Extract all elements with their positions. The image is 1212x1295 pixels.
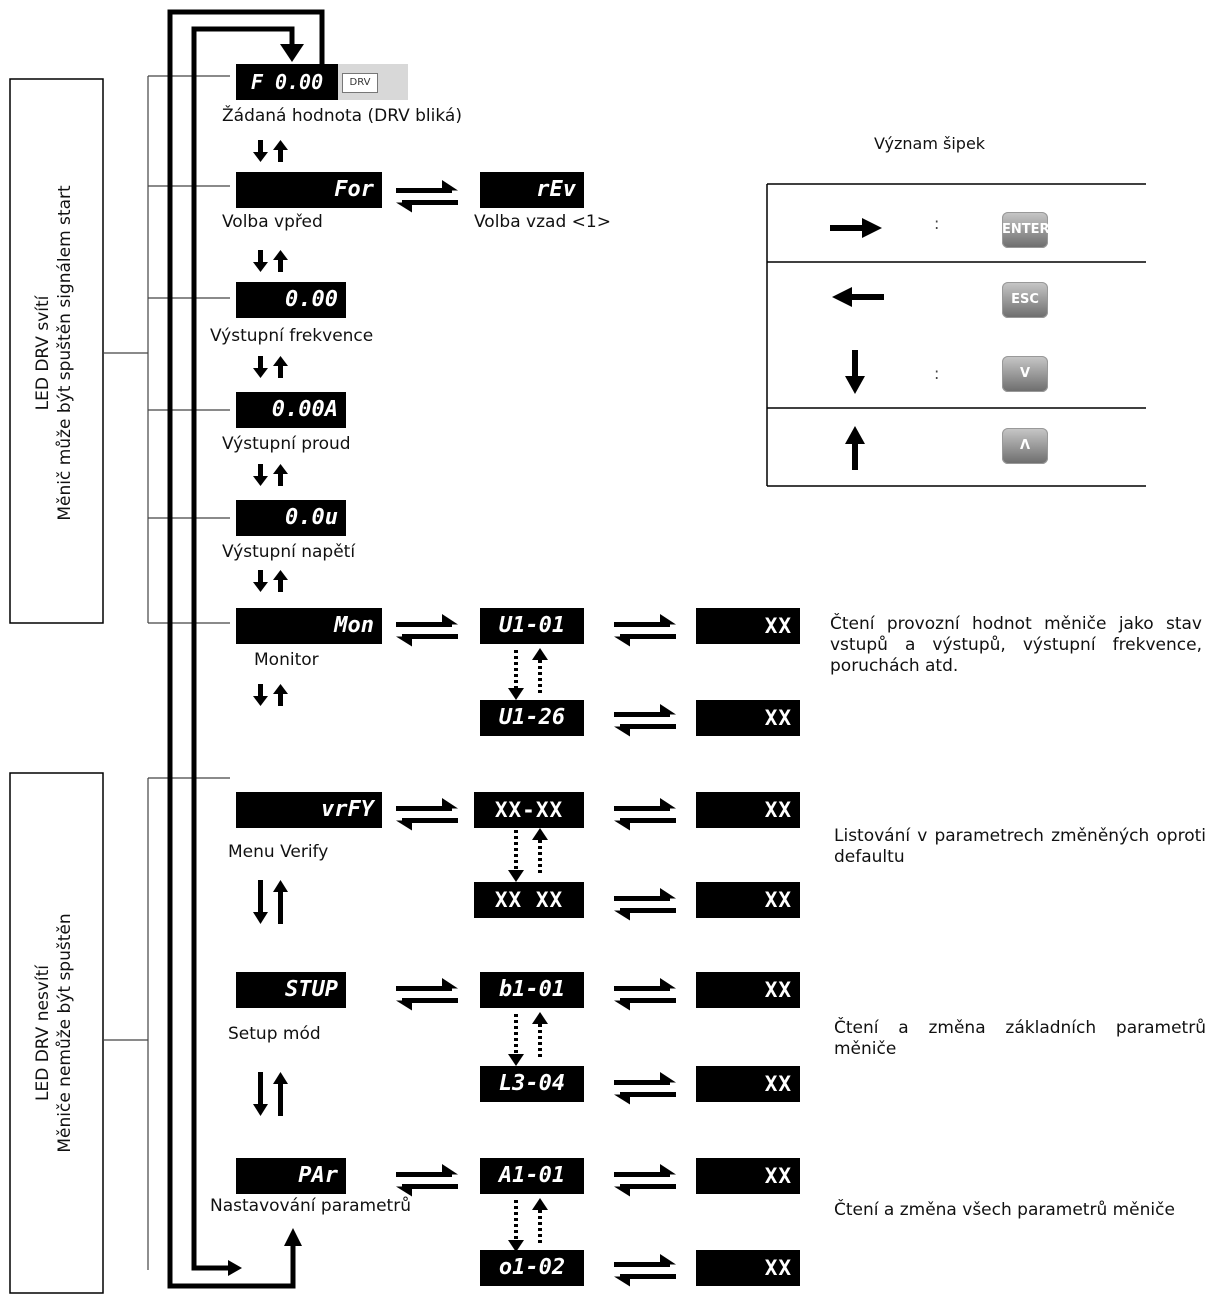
connector-lines-program	[103, 777, 230, 1270]
setup-description: Čtení a změna základních parametrů měnič…	[834, 1018, 1206, 1059]
initial-label: Žádaná hodnota (DRV bliká)	[222, 106, 462, 126]
esc-key-icon: ESC	[1002, 282, 1048, 318]
verify-label: Menu Verify	[228, 842, 329, 862]
params-value-1: XX	[696, 1158, 800, 1194]
monitor-display: Mon	[236, 608, 382, 644]
legend-left-arrow	[832, 287, 884, 307]
dotted-scroll-arrows	[514, 650, 542, 1246]
monitor-value-1: XX	[696, 608, 800, 644]
verify-description: Listování v parametrech změněných oproti…	[834, 826, 1206, 867]
legend-up-arrow	[845, 426, 865, 470]
monitor-label: Monitor	[254, 650, 319, 670]
monitor-last-param: U1-26	[480, 700, 584, 736]
out-current-label: Výstupní proud	[222, 434, 351, 454]
verify-value-2: XX	[696, 882, 800, 918]
legend-title: Význam šipek	[874, 134, 986, 153]
legend-arrows	[830, 218, 884, 470]
down-key-icon: V	[1002, 356, 1048, 392]
monitor-description: Čtení provozní hodnot měniče jako stav v…	[830, 614, 1202, 676]
out-current-display: 0.00A	[236, 392, 346, 428]
forward-display: For	[236, 172, 382, 208]
legend-right-arrow	[830, 218, 882, 238]
setup-value-1: XX	[696, 972, 800, 1008]
setup-label: Setup mód	[228, 1024, 321, 1044]
legend-down-arrow	[845, 350, 865, 394]
setup-value-2: XX	[696, 1066, 800, 1102]
dotted-arrow-heads	[508, 648, 548, 1252]
params-description: Čtení a změna všech parametrů měniče	[834, 1200, 1175, 1220]
group-drive-line2: Měnič může být spuštěn signálem start	[55, 185, 75, 521]
loop-arrowhead-bottom-left	[228, 1260, 242, 1276]
legend-colon-3: :	[934, 364, 940, 383]
legend-box	[766, 183, 1146, 487]
group-label-program: LED DRV nesvítí Měniče nemůže být spuště…	[32, 783, 82, 1283]
verify-last-param: XX XX	[474, 882, 584, 918]
params-first-param: A1-01	[480, 1158, 584, 1194]
mode-loop-lines	[167, 9, 325, 1289]
setup-display: STUP	[236, 972, 346, 1008]
connector-lines-drive	[103, 75, 230, 624]
reverse-label: Volba vzad <1>	[474, 212, 611, 232]
verify-first-param: XX-XX	[474, 792, 584, 828]
legend-colon-1: :	[934, 214, 940, 233]
params-last-param: o1-02	[480, 1250, 584, 1286]
updown-arrows	[253, 140, 288, 1116]
group-program-line1: LED DRV nesvítí	[33, 965, 53, 1101]
out-voltage-display: 0.0u	[236, 500, 346, 536]
setup-last-param: L3-04	[480, 1066, 584, 1102]
out-freq-display: 0.00	[236, 282, 346, 318]
params-display: PAr	[236, 1158, 346, 1194]
bidirectional-arrows	[396, 180, 676, 1287]
group-label-drive: LED DRV svítí Měnič může být spuštěn sig…	[32, 83, 82, 623]
out-voltage-label: Výstupní napětí	[222, 542, 356, 562]
params-value-2: XX	[696, 1250, 800, 1286]
verify-display: vrFY	[236, 792, 382, 828]
group-box-program	[9, 772, 104, 1294]
out-freq-label: Výstupní frekvence	[210, 326, 374, 346]
forward-label: Volba vpřed	[222, 212, 323, 232]
verify-value-1: XX	[696, 792, 800, 828]
loop-arrowhead-top	[280, 44, 304, 62]
group-drive-line1: LED DRV svítí	[33, 295, 53, 411]
enter-key-icon: ENTER	[1002, 212, 1050, 248]
setup-first-param: b1-01	[480, 972, 584, 1008]
group-program-line2: Měniče nemůže být spuštěn	[55, 913, 75, 1153]
loop-arrowhead-bottom-up	[284, 1228, 302, 1246]
initial-display: F 0.00	[236, 64, 338, 100]
params-label: Nastavování parametrů	[210, 1196, 411, 1216]
reverse-display: rEv	[480, 172, 584, 208]
drv-badge: DRV	[342, 73, 378, 93]
monitor-first-param: U1-01	[480, 608, 584, 644]
monitor-value-2: XX	[696, 700, 800, 736]
initial-display-panel: F 0.00 DRV	[236, 64, 408, 100]
group-box-drive	[9, 78, 104, 624]
up-key-icon: Λ	[1002, 428, 1048, 464]
